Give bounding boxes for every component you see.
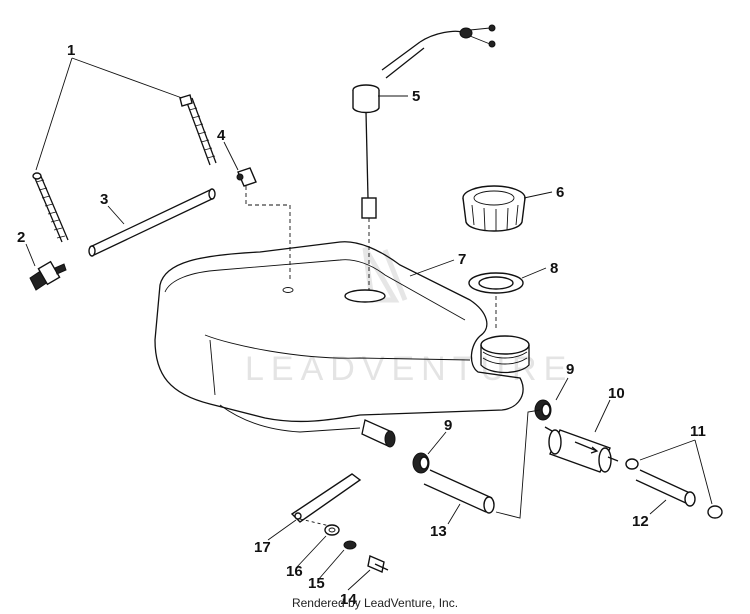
part-lock-washer <box>343 540 357 550</box>
callout-labels: 1 2 3 4 5 6 7 8 9 9 10 11 12 13 14 15 16… <box>17 42 706 608</box>
fuel-tank <box>154 241 530 448</box>
part-clamp-lower <box>412 452 430 474</box>
part-bracket <box>290 473 362 527</box>
part-fuel-gauge <box>352 24 496 290</box>
callout-11: 11 <box>690 423 706 440</box>
fuel-line-route <box>495 409 541 519</box>
callout-17: 17 <box>254 539 271 556</box>
part-clamp-upper <box>534 399 552 421</box>
part-hose-right <box>635 469 696 507</box>
callout-14: 14 <box>340 591 357 608</box>
callout-3: 3 <box>100 191 108 208</box>
callout-8: 8 <box>550 260 558 277</box>
callout-5: 5 <box>412 88 420 105</box>
render-credit: Rendered by LeadVenture, Inc. <box>291 596 459 610</box>
part-washer <box>324 524 340 536</box>
callout-9-upper: 9 <box>566 361 574 378</box>
callout-4: 4 <box>217 127 226 144</box>
callout-7: 7 <box>458 251 466 268</box>
callout-2: 2 <box>17 229 25 246</box>
callout-13: 13 <box>430 523 447 540</box>
part-fuel-cap <box>462 185 526 232</box>
part-strap-right <box>179 94 217 166</box>
part-elbow-fitting <box>236 167 291 282</box>
part-fuel-filter <box>544 426 619 473</box>
callout-6: 6 <box>556 184 564 201</box>
callout-15: 15 <box>308 575 325 592</box>
part-hose-lower <box>423 469 495 514</box>
part-fitting <box>29 260 67 291</box>
watermark-text: LEADVENTURE <box>245 350 573 388</box>
part-bolt <box>367 555 389 573</box>
callout-16: 16 <box>286 563 303 580</box>
part-rod <box>88 188 216 257</box>
callout-9-lower: 9 <box>444 417 452 434</box>
part-strap-left <box>32 172 69 243</box>
callout-10: 10 <box>608 385 625 402</box>
part-hose-clamp <box>625 458 723 519</box>
part-gasket <box>468 272 524 330</box>
watermark: LEADVENTURE <box>245 246 573 388</box>
leader-lines <box>25 57 713 591</box>
callout-12: 12 <box>632 513 649 530</box>
callout-1: 1 <box>67 42 75 59</box>
